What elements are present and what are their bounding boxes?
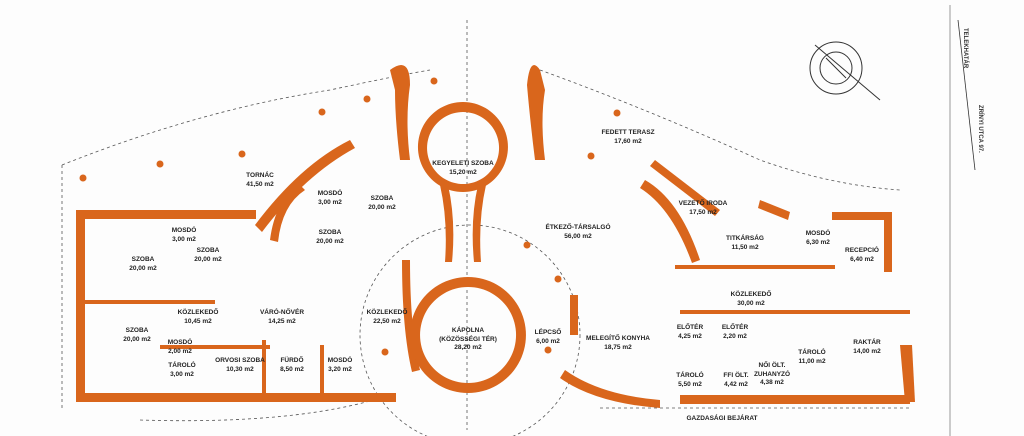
boundary-label: TELEKHATÁR (962, 28, 968, 69)
entrance-label: GAZDASÁGI BEJÁRAT (686, 415, 758, 422)
street-label: ZRÍNYI UTCA 97. (977, 105, 983, 153)
room-label-ffi-olt: FFI ÖLT.4,42 m2 (723, 372, 749, 388)
walls (76, 65, 915, 408)
columns (79, 77, 621, 356)
boundary-line (957, 19, 976, 171)
room-label-kapolna: KÁPOLNA(KÖZÖSSÉGI TÉR)28,20 m2 (439, 327, 497, 351)
north-arrow-icon (809, 41, 881, 101)
